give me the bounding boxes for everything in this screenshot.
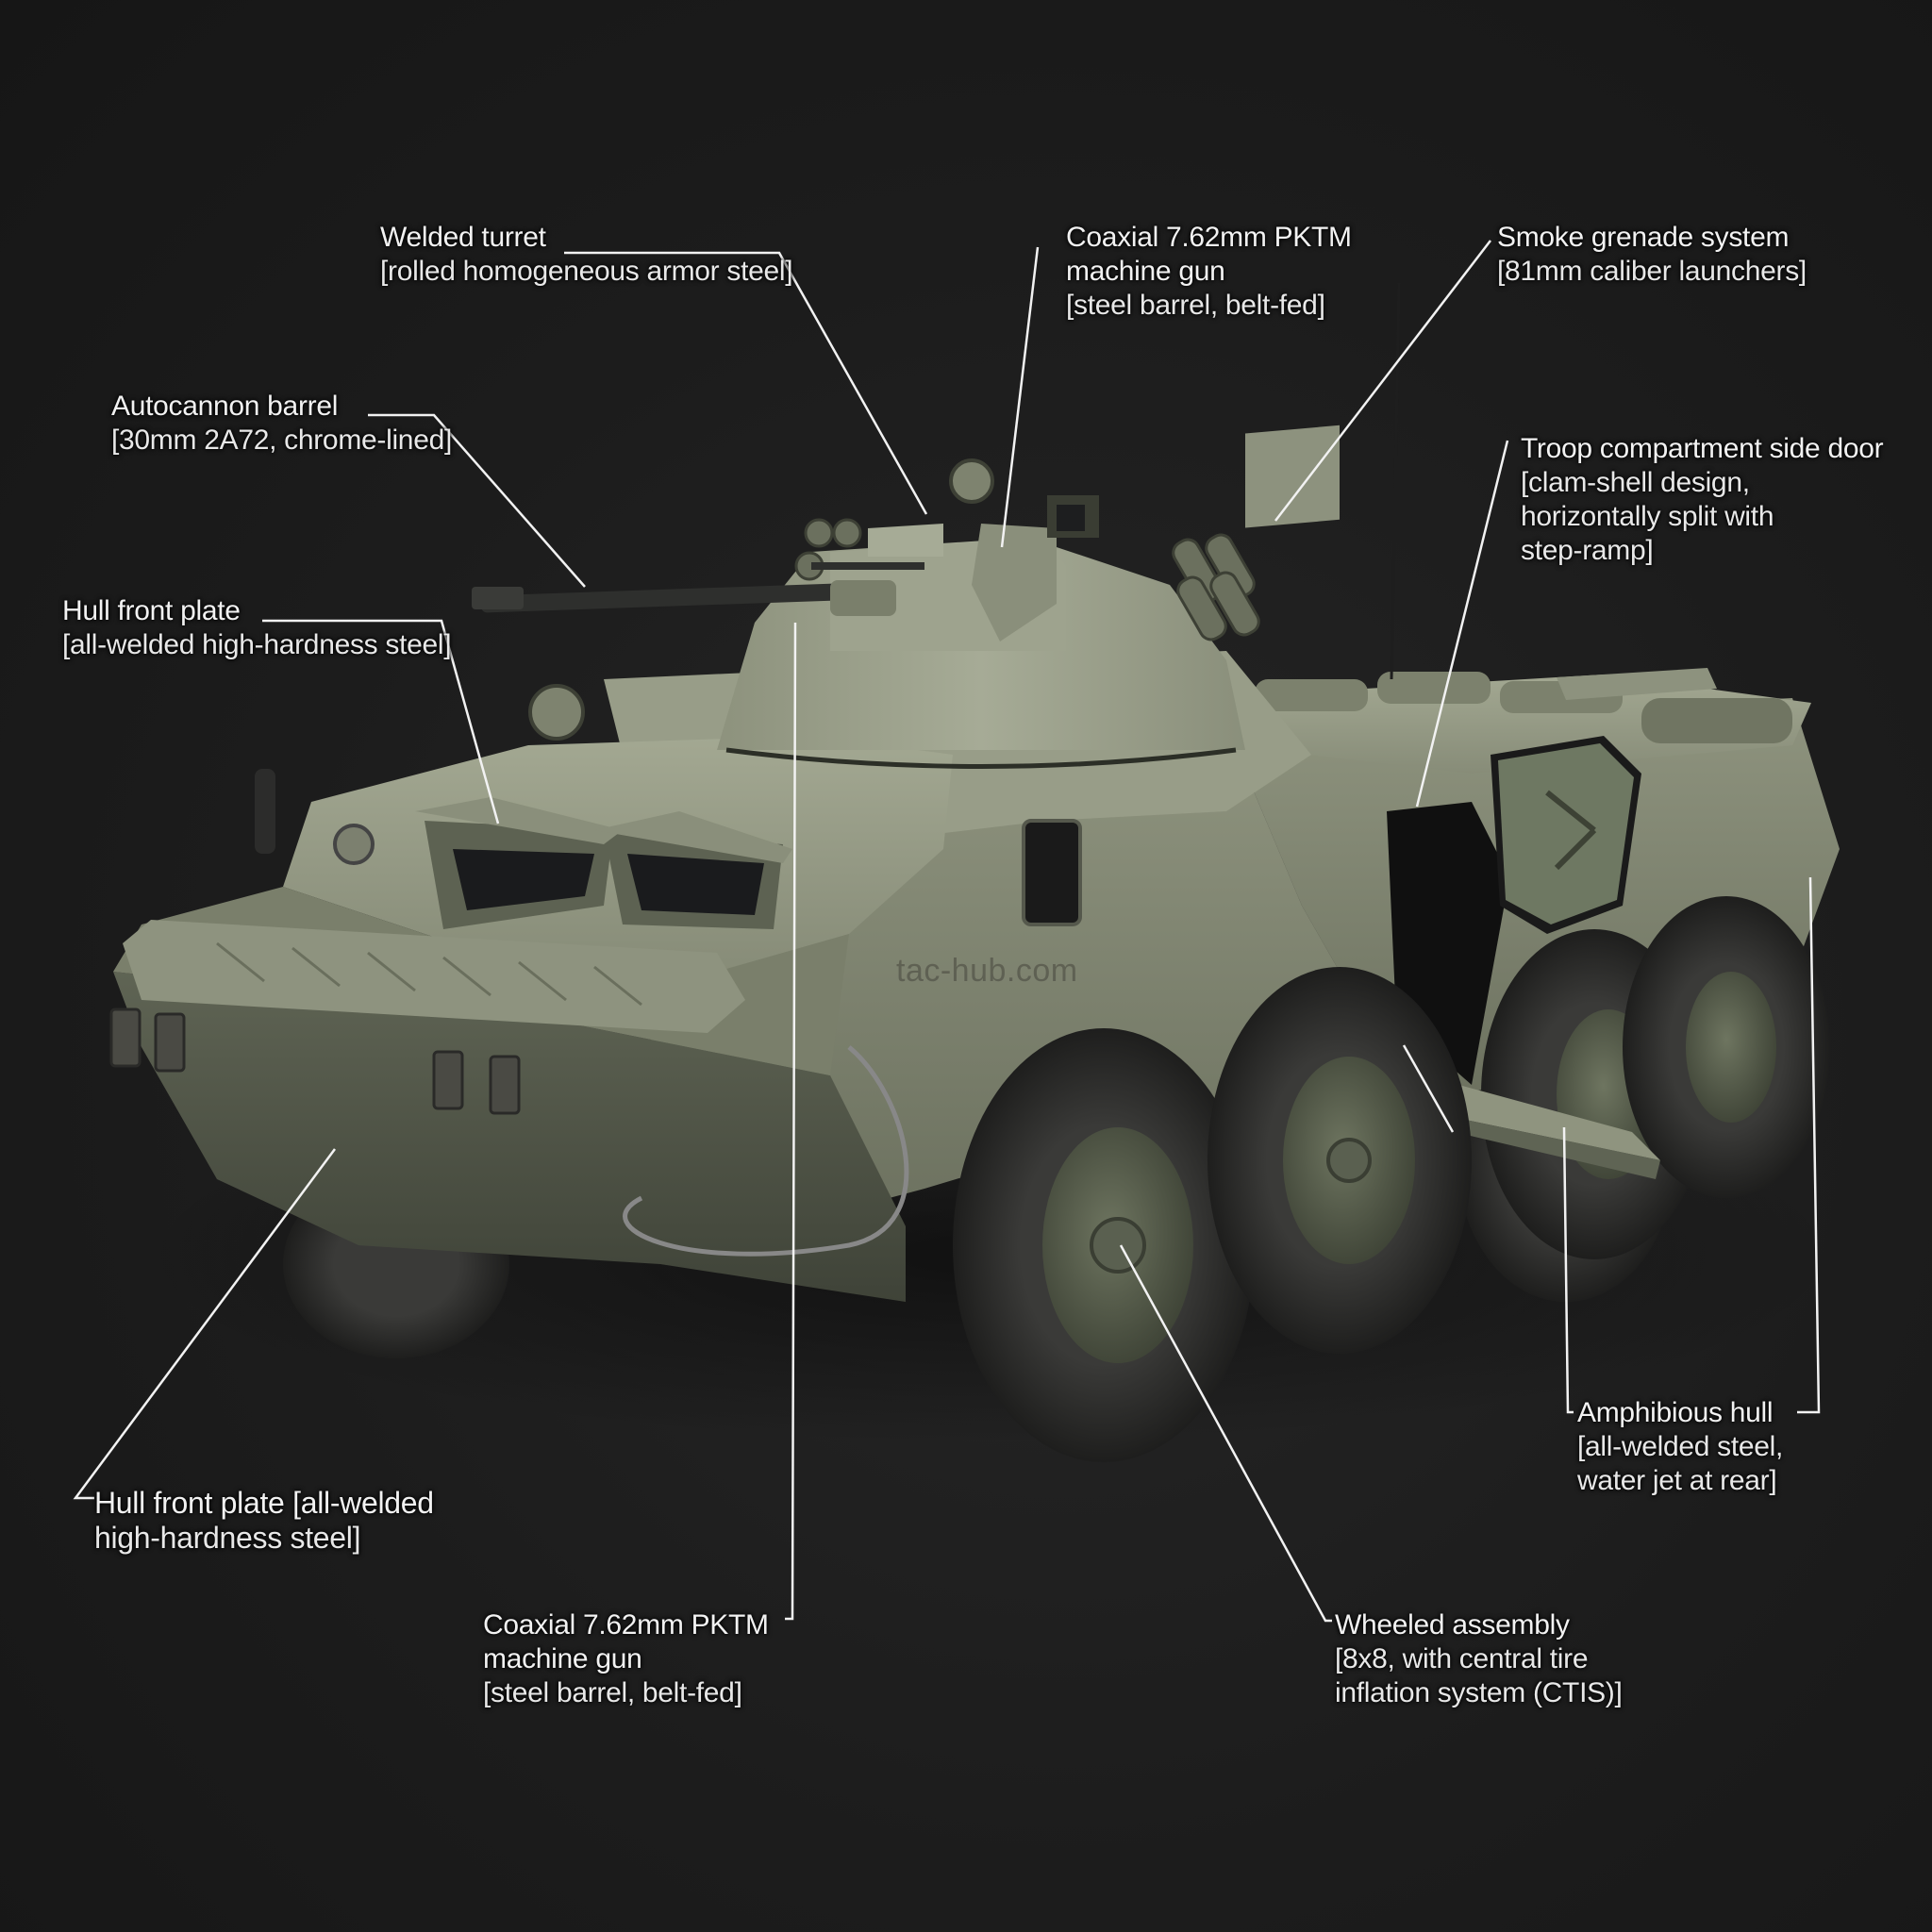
label-coaxial-mg-bottom: Coaxial 7.62mm PKTM machine gun [steel b… (483, 1608, 769, 1710)
label-welded-turret: Welded turret [rolled homogeneous armor … (380, 221, 793, 289)
label-spec: [steel barrel, belt-fed] (1066, 290, 1325, 321)
label-spec: [all-welded steel, (1577, 1431, 1784, 1462)
label-title: Hull front plate (62, 595, 241, 626)
label-spec: [30mm 2A72, chrome-lined] (111, 425, 452, 456)
label-wheeled-assembly: Wheeled assembly [8x8, with central tire… (1335, 1608, 1623, 1710)
label-hull-front-top: Hull front plate [all-welded high-hardne… (62, 594, 452, 662)
label-title: Welded turret (380, 222, 546, 253)
label-title: Coaxial 7.62mm PKTM (1066, 222, 1352, 253)
label-title: Hull front plate [all-welded (94, 1486, 434, 1520)
searchlight (528, 684, 585, 741)
label-spec: [rolled homogeneous armor steel] (380, 256, 793, 287)
headlight (333, 824, 375, 865)
label-title: Wheeled assembly (1335, 1609, 1570, 1641)
label-title-line2: machine gun (1066, 256, 1225, 287)
trim-vane (123, 920, 745, 1033)
label-title: Amphibious hull (1577, 1397, 1774, 1428)
label-troop-door: Troop compartment side door [clam-shell … (1521, 432, 1884, 568)
right-mirror (1022, 819, 1082, 926)
label-hull-front-bottom: Hull front plate [all-welded high-hardne… (94, 1486, 434, 1556)
label-title: Autocannon barrel (111, 391, 339, 422)
label-amphibious-hull: Amphibious hull [all-welded steel, water… (1577, 1396, 1783, 1498)
label-spec-line2: inflation system (CTIS)] (1335, 1677, 1623, 1708)
left-mirror (255, 769, 275, 854)
label-spec-line2: water jet at rear] (1577, 1465, 1777, 1496)
label-spec: [all-welded high-hardness steel] (62, 629, 452, 660)
rear-wheels (1481, 896, 1830, 1259)
label-spec: high-hardness steel] (94, 1521, 361, 1555)
label-title: Troop compartment side door (1521, 433, 1884, 464)
label-smoke-grenade: Smoke grenade system [81mm caliber launc… (1497, 221, 1807, 289)
driver-vision-ports (415, 797, 792, 929)
label-title: Smoke grenade system (1497, 222, 1790, 253)
label-autocannon: Autocannon barrel [30mm 2A72, chrome-lin… (111, 390, 452, 458)
troop-door-hatch (1491, 736, 1641, 934)
label-spec: [81mm caliber launchers] (1497, 256, 1807, 287)
label-title: Coaxial 7.62mm PKTM (483, 1609, 769, 1641)
label-spec: [steel barrel, belt-fed] (483, 1677, 742, 1708)
label-spec-line2: horizontally split with (1521, 501, 1774, 532)
label-title-line2: machine gun (483, 1643, 642, 1674)
label-spec: [8x8, with central tire (1335, 1643, 1589, 1674)
label-spec: [clam-shell design, (1521, 467, 1750, 498)
watermark: tac-hub.com (896, 953, 1078, 989)
front-lights (109, 1008, 521, 1115)
label-spec-line3: step-ramp] (1521, 535, 1654, 566)
label-coaxial-mg-top: Coaxial 7.62mm PKTM machine gun [steel b… (1066, 221, 1352, 323)
step-ramp (1424, 1075, 1660, 1160)
tow-cable (623, 1045, 909, 1257)
